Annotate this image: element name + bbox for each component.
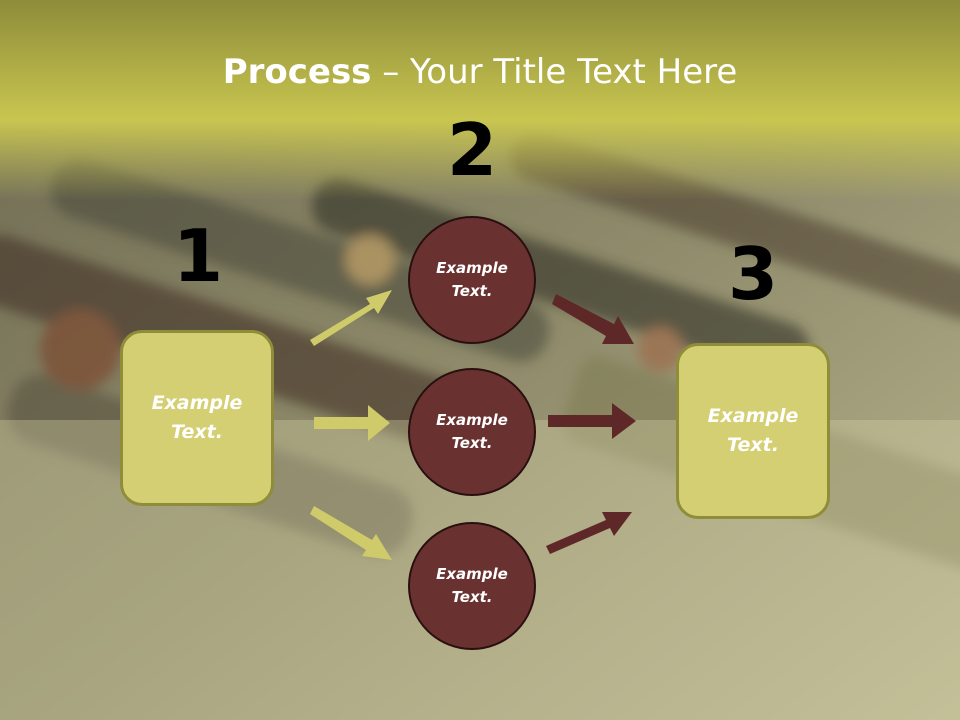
step-number-3: 3 <box>727 232 779 316</box>
circle-middle-line1: Example <box>436 411 508 429</box>
slide-title: Process – Your Title Text Here <box>0 52 960 92</box>
title-bold: Process <box>222 52 372 92</box>
step-1-line1: Example <box>151 392 243 414</box>
circle-bottom-line2: Text. <box>451 588 493 606</box>
title-rest: – Your Title Text Here <box>371 52 738 92</box>
step-3-line2: Text. <box>727 434 779 456</box>
step-3-line1: Example <box>707 405 799 427</box>
circle-top-line2: Text. <box>451 282 493 300</box>
step-number-2: 2 <box>446 108 498 192</box>
step-1-line2: Text. <box>171 421 223 443</box>
step-number-1: 1 <box>172 214 224 298</box>
circle-bottom-line1: Example <box>436 565 508 583</box>
circle-top-line1: Example <box>436 259 508 277</box>
circle-middle-line2: Text. <box>451 434 493 452</box>
